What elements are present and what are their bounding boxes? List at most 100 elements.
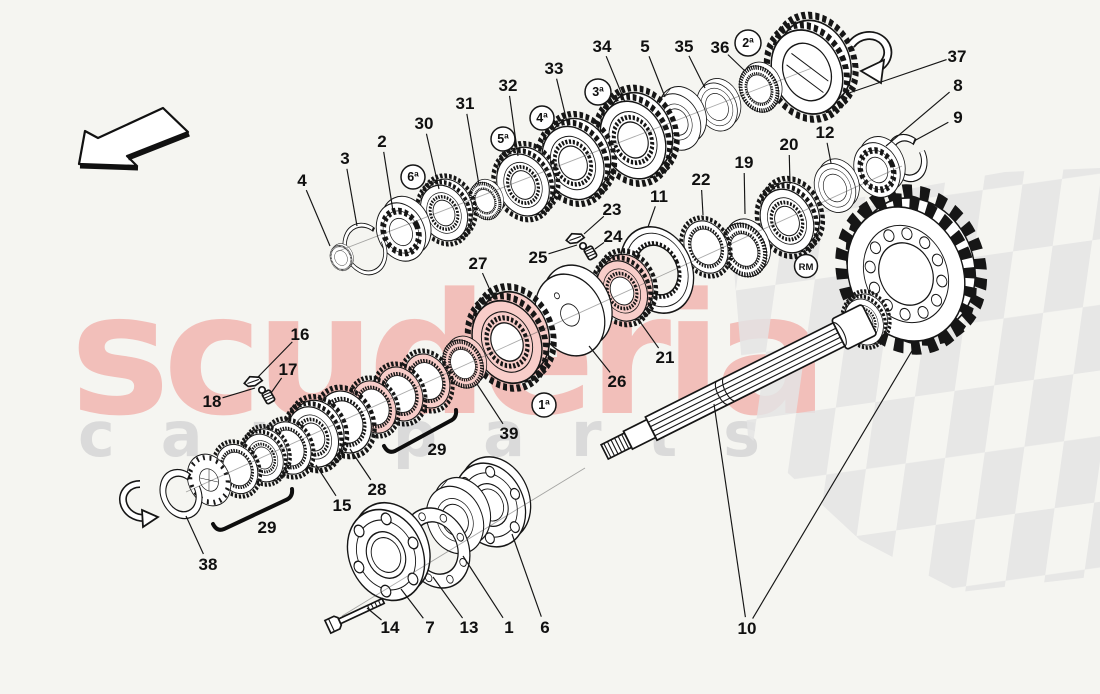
callout-18: 18 xyxy=(203,387,256,411)
leader-line xyxy=(462,555,504,619)
badge-4ª: 4ª xyxy=(529,105,555,131)
badge-label: 1ª xyxy=(538,398,550,412)
callout-4: 4 xyxy=(297,171,331,247)
callout-7: 7 xyxy=(400,588,435,637)
part-number-label: 3 xyxy=(340,149,349,168)
callout-12: 12 xyxy=(816,123,835,164)
badge-label: 6ª xyxy=(407,170,419,184)
callout-33: 33 xyxy=(545,59,569,127)
part-number-label: 30 xyxy=(415,114,434,133)
checkered-flag-watermark xyxy=(733,168,1100,592)
callout-39: 39 xyxy=(476,383,518,443)
leader-line xyxy=(305,189,331,247)
rotation-arrow-icon xyxy=(847,31,893,85)
leader-line xyxy=(727,54,746,72)
pinion-shaft-part-10 xyxy=(599,304,877,461)
part-number-label: 36 xyxy=(711,38,730,57)
part-number-label: 12 xyxy=(816,123,835,142)
badge-6ª: 6ª xyxy=(400,164,426,190)
part-number-label: 29 xyxy=(428,440,447,459)
callout-10: 10 xyxy=(713,343,917,638)
leader-line xyxy=(481,272,495,300)
leader-line xyxy=(346,168,358,227)
callout-20: 20 xyxy=(780,135,799,185)
callout-2: 2 xyxy=(377,132,394,212)
callout-37: 37 xyxy=(848,47,966,94)
part-number-label: 33 xyxy=(545,59,564,78)
callout-19: 19 xyxy=(735,153,754,215)
leader-line xyxy=(315,464,337,497)
leader-line xyxy=(466,113,480,186)
part-number-label: 4 xyxy=(297,171,307,190)
leader-line xyxy=(885,91,950,147)
part-number-label: 32 xyxy=(499,76,518,95)
leader-line xyxy=(349,448,372,481)
badge-circle xyxy=(529,105,555,131)
badge-label: 3ª xyxy=(592,85,604,99)
part-number-label: 25 xyxy=(529,248,548,267)
leader-line xyxy=(648,56,666,98)
badge-circle xyxy=(400,164,426,190)
callout-13: 13 xyxy=(432,576,479,637)
part-number-label: 21 xyxy=(656,348,675,367)
part-number-label: 16 xyxy=(291,325,310,344)
part-number-label: 35 xyxy=(675,37,694,56)
badge-circle xyxy=(793,253,819,279)
leader-line xyxy=(588,345,611,373)
leader-line xyxy=(743,172,746,215)
callout-9: 9 xyxy=(913,108,963,142)
group-bracket-29: 29 xyxy=(382,408,459,459)
leader-line xyxy=(583,215,605,235)
badge-RM: RM xyxy=(793,253,819,279)
leader-line xyxy=(752,343,917,619)
leader-line xyxy=(701,189,704,216)
part-number-label: 22 xyxy=(692,170,711,189)
callout-38: 38 xyxy=(185,515,217,574)
badge-1ª: 1ª xyxy=(531,392,557,418)
direction-arrow-icon xyxy=(77,106,190,171)
callout-30: 30 xyxy=(415,114,440,190)
part-number-label: 19 xyxy=(735,153,754,172)
part-number-label: 31 xyxy=(456,94,475,113)
badge-circle xyxy=(734,29,762,57)
part-number-label: 26 xyxy=(608,372,627,391)
callout-21: 21 xyxy=(637,318,675,367)
part-number-label: 1 xyxy=(504,618,513,637)
leader-line xyxy=(647,206,656,228)
leader-line xyxy=(788,154,791,185)
leader-line xyxy=(594,241,605,250)
callout-28: 28 xyxy=(349,448,386,499)
callout-8: 8 xyxy=(885,76,963,147)
bracket-line xyxy=(211,487,295,532)
callout-6: 6 xyxy=(511,533,550,637)
part-number-label: 24 xyxy=(604,227,623,246)
part-number-label: 20 xyxy=(780,135,799,154)
leader-line xyxy=(222,387,256,399)
callout-36: 36 xyxy=(711,38,746,72)
part-number-label: 18 xyxy=(203,392,222,411)
badge-5ª: 5ª xyxy=(490,126,516,152)
part-number-label: 29 xyxy=(258,518,277,537)
leader-line xyxy=(476,383,504,425)
badge-label: 2ª xyxy=(742,36,754,50)
part-number-label: 13 xyxy=(460,618,479,637)
leader-line xyxy=(605,55,626,103)
part-number-label: 11 xyxy=(650,187,668,206)
rotation-arrow-left-icon xyxy=(119,480,160,529)
badge-label: 4ª xyxy=(536,111,548,125)
callout-22: 22 xyxy=(692,170,711,216)
leader-line xyxy=(637,318,660,349)
part-number-label: 6 xyxy=(540,618,549,637)
group-brackets: 29 29 xyxy=(211,408,459,537)
part-number-label: 15 xyxy=(333,496,352,515)
part-number-label: 7 xyxy=(425,618,434,637)
leader-line xyxy=(548,244,578,255)
callout-16: 16 xyxy=(257,325,310,378)
callout-15: 15 xyxy=(315,464,352,515)
leader-line xyxy=(383,151,394,212)
part-number-label: 34 xyxy=(593,37,612,56)
callout-1: 1 xyxy=(462,555,514,637)
callout-17: 17 xyxy=(270,360,297,394)
